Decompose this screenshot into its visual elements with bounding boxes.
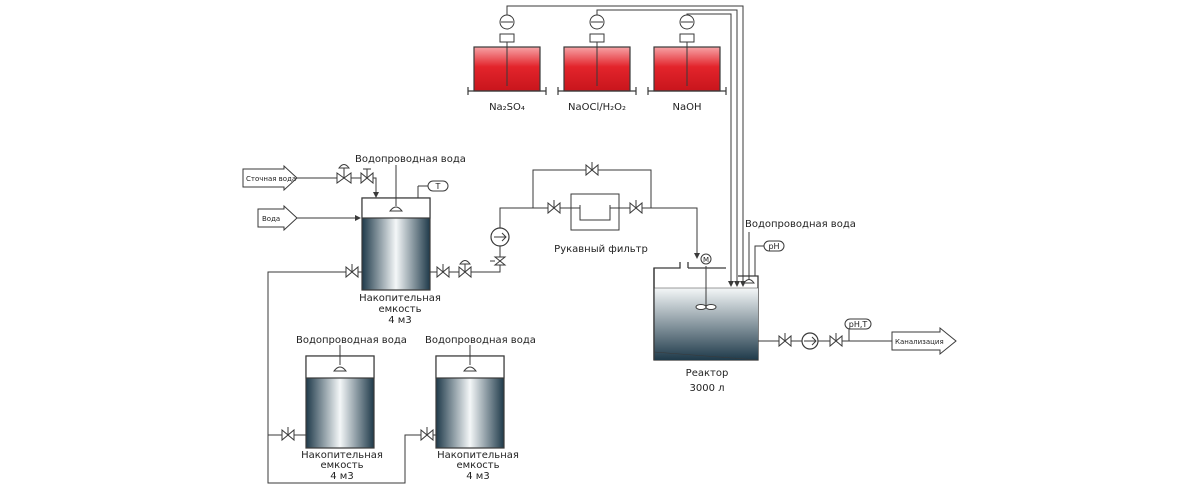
valve-main-outlet-icon <box>436 264 450 279</box>
discharge-pump-icon <box>801 332 819 350</box>
main-tank-label-2: емкость <box>378 304 421 315</box>
water-label: Вода <box>262 215 280 223</box>
valve-return-main-icon <box>345 264 359 279</box>
valve-tank2-icon <box>281 427 295 442</box>
reactor-label-1: Реактор <box>686 368 729 379</box>
tank2-label-3: 4 м3 <box>330 471 353 482</box>
reactor-mixer-icon: M <box>695 253 717 310</box>
wastewater-input <box>242 164 298 192</box>
valve-bypass-icon <box>585 162 599 177</box>
dosing-lines <box>506 5 746 287</box>
main-tank-label-1: Накопительная <box>359 293 441 304</box>
sewer-output-label: Канализация <box>895 338 944 346</box>
valve-wastewater-1-icon <box>336 164 352 184</box>
ph-sensor-label: pH <box>768 242 779 251</box>
tap-water-label-tank2: Водопроводная вода <box>296 335 407 346</box>
sewer-output <box>891 326 957 356</box>
reactor-label-2: 3000 л <box>689 383 724 394</box>
valve-main-outlet-2-icon <box>458 260 472 279</box>
tank2-label-1: Накопительная <box>301 450 383 461</box>
bag-filter <box>570 193 620 231</box>
tap-water-label-main: Водопроводная вода <box>355 154 466 165</box>
tap-water-label-tank3: Водопроводная вода <box>425 335 536 346</box>
ph-temperature-sensor-label: pH,T <box>849 320 868 329</box>
chemical-tank-3 <box>647 14 727 95</box>
storage-tank-2 <box>305 345 375 449</box>
wastewater-label: Сточная вода <box>246 175 296 183</box>
tap-water-label-reactor: Водопроводная вода <box>745 219 856 230</box>
ph-sensor: pH <box>763 240 785 252</box>
chemical-tank-1 <box>467 14 547 95</box>
transfer-pump-icon <box>490 227 510 247</box>
chemical-label-3: NaOH <box>673 102 702 113</box>
chemical-label-2: NaOCl/H₂O₂ <box>568 102 626 113</box>
tank2-label-2: емкость <box>320 460 363 471</box>
chemical-label-1: Na₂SO₄ <box>489 102 525 113</box>
valve-pump-drain-icon <box>490 256 507 266</box>
ph-temperature-sensor: pH,T <box>844 318 872 330</box>
tank3-label-2: емкость <box>456 460 499 471</box>
storage-tank-3 <box>435 345 505 449</box>
temperature-sensor-label: T <box>435 182 441 191</box>
valve-reactor-outlet-icon <box>778 333 792 348</box>
bag-filter-label: Рукавный фильтр <box>554 244 648 255</box>
valve-discharge-icon <box>829 333 843 348</box>
temperature-sensor: T <box>427 180 449 192</box>
storage-tank-main <box>361 165 431 291</box>
valve-wastewater-2-icon <box>360 168 374 185</box>
main-tank-label-3: 4 м3 <box>388 315 411 326</box>
tank3-label-1: Накопительная <box>437 450 519 461</box>
mixer-motor-label: M <box>703 256 709 264</box>
water-input <box>257 204 298 232</box>
chemical-tank-2 <box>557 14 637 95</box>
valve-filter-out-icon <box>629 200 643 215</box>
valve-tank3-icon <box>420 427 434 442</box>
tank3-label-3: 4 м3 <box>466 471 489 482</box>
valve-filter-in-icon <box>547 200 561 215</box>
